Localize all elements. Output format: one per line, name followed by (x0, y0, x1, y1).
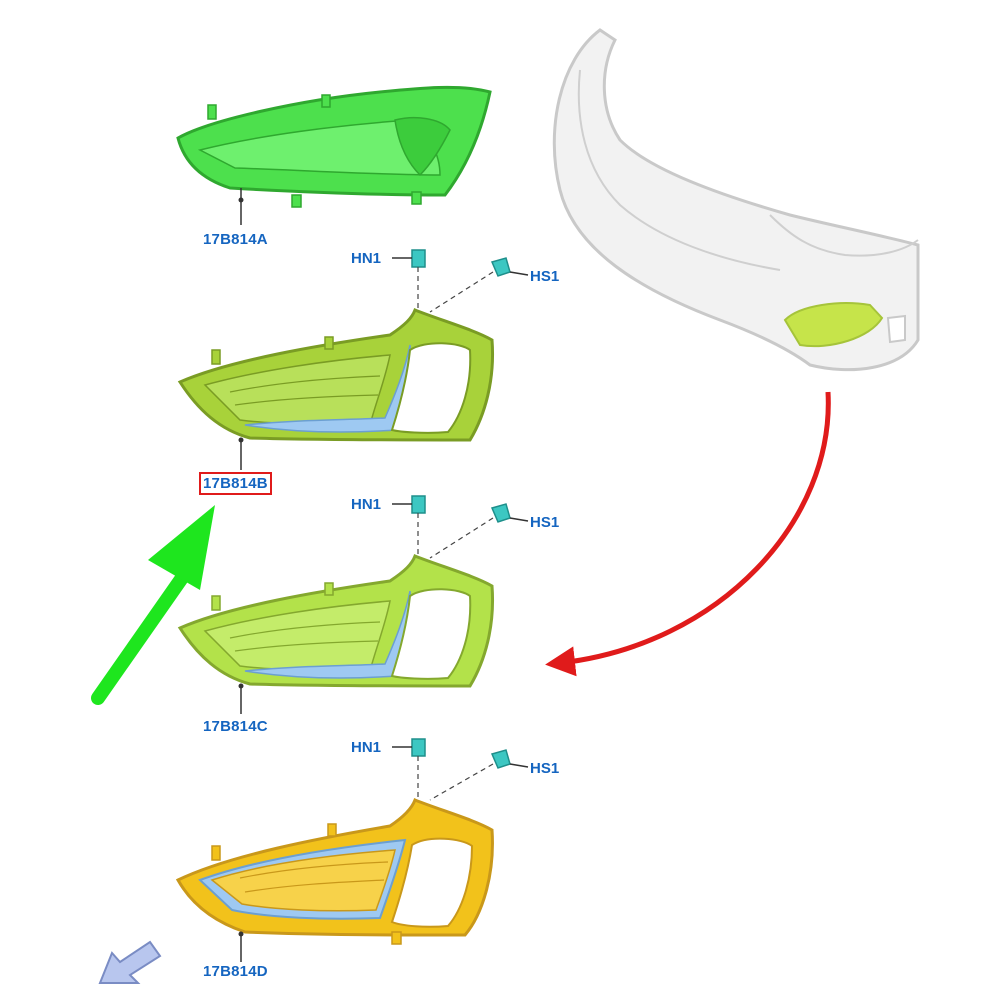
direction-arrow-icon (98, 940, 162, 984)
part-label-17b814b[interactable]: 17B814B (199, 472, 272, 495)
part-label-17b814a: 17B814A (203, 231, 268, 248)
screw-label-3: HS1 (530, 760, 560, 777)
part-label-17b814d: 17B814D (203, 963, 268, 980)
green-pointer-arrow (91, 505, 215, 705)
nut-label-3: HN1 (351, 739, 382, 756)
red-curved-arrow (545, 391, 831, 677)
part-17b814c-illustration (177, 554, 495, 714)
nut-label-2: HN1 (351, 496, 382, 513)
fastener-group-2 (392, 495, 529, 559)
fastener-group-1 (392, 249, 529, 313)
screw-label-2: HS1 (530, 514, 560, 531)
fastener-group-3 (392, 738, 529, 801)
nut-label-1: HN1 (351, 250, 382, 267)
part-label-17b814c: 17B814C (203, 718, 268, 735)
bumper-illustration (552, 28, 920, 372)
screw-label-1: HS1 (530, 268, 560, 285)
part-17b814d-illustration (175, 798, 494, 962)
part-17b814a-illustration (176, 85, 492, 225)
part-17b814b-illustration (177, 308, 495, 470)
